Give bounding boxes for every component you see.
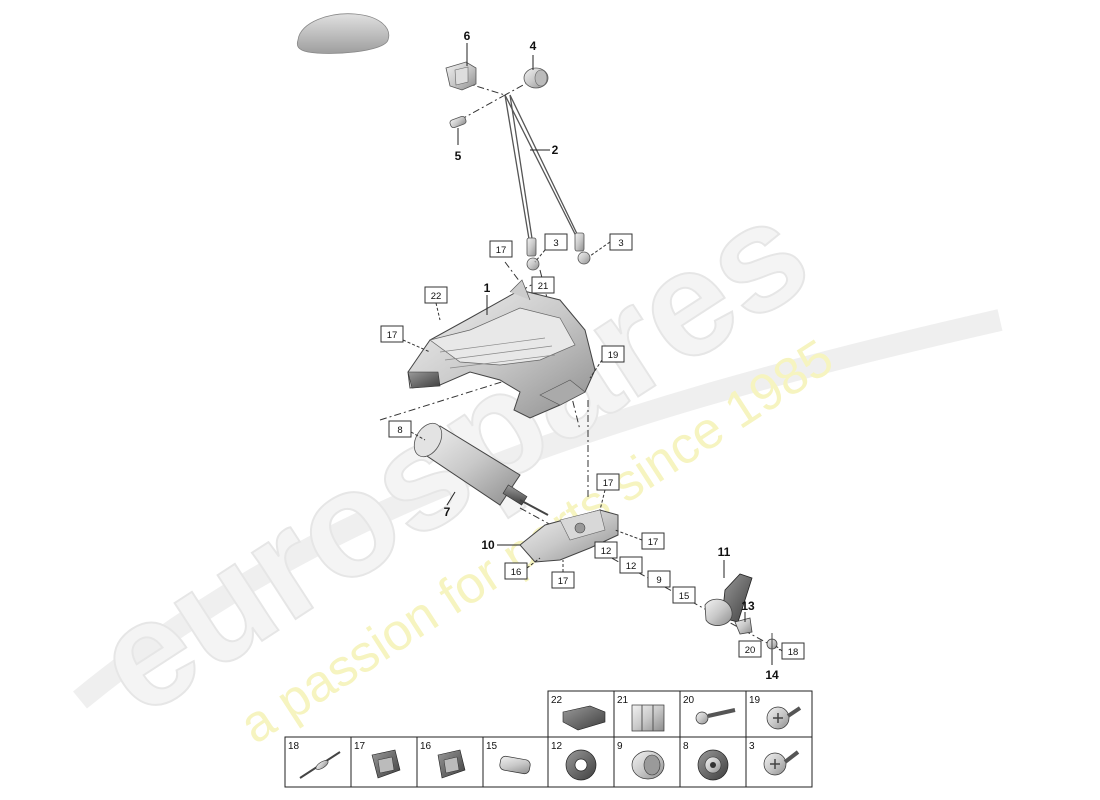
legend-label-16: 16 [420,741,432,752]
callout-5: 5 [455,149,462,163]
box-ref: 17 [551,560,575,589]
boxed-references: 3 3 17 21 22 17 19 8 17 17 12 16 12 17 9… [380,233,805,660]
legend-icon-bushing [631,750,665,780]
svg-text:12: 12 [626,561,637,572]
callout-7: 7 [444,505,451,519]
legend-icon-sleeve [499,755,531,775]
screw-part-14 [766,633,778,650]
legend-icon-screw [766,706,802,730]
rubber-pad-part [296,13,390,54]
watermark-swoosh [73,309,1003,709]
legend-icon-rivet [299,751,341,779]
svg-text:3: 3 [553,238,558,249]
pin-part-5 [449,115,467,129]
box-ref: 18 [775,642,805,660]
box-ref: 3 [534,233,568,263]
box-ref: 19 [589,345,625,379]
callout-6: 6 [464,29,471,43]
svg-text:16: 16 [511,567,522,578]
legend-label-17: 17 [354,741,366,752]
callout-4: 4 [530,39,537,53]
legend-label-15: 15 [486,741,498,752]
box-ref: 17 [489,240,513,258]
svg-text:18: 18 [788,647,799,658]
callout-1: 1 [484,281,491,295]
box-ref: 17 [596,473,620,511]
svg-text:17: 17 [496,245,507,256]
svg-text:9: 9 [656,575,661,586]
box-ref: 21 [531,276,555,294]
svg-text:20: 20 [745,645,756,656]
svg-text:22: 22 [431,291,442,302]
svg-text:17: 17 [603,478,614,489]
box-ref: 20 [738,640,762,658]
callout-11: 11 [718,545,731,559]
actuator-part-11 [704,573,753,626]
legend-label-12: 12 [551,741,563,752]
cable-ends-part-3 [526,232,591,271]
parts-legend: 22 21 20 19 18 17 16 15 12 9 8 3 [284,690,813,788]
svg-text:19: 19 [608,350,619,361]
callout-10: 10 [481,538,495,552]
box-ref: 9 [647,570,671,588]
legend-label-19: 19 [749,695,761,706]
box-ref: 8 [388,420,426,441]
callout-leaders [446,43,773,665]
box-ref: 17 [380,325,431,353]
grommet-part-4 [523,67,549,89]
cables [504,94,581,246]
box-ref: 15 [672,586,696,604]
legend-icon-washer [565,749,597,781]
legend-label-21: 21 [617,695,629,706]
motor-part-7 [413,422,549,516]
gearbox-part-10 [519,509,619,563]
legend-icon-screw-2 [763,750,800,776]
legend-icon-pad [562,705,606,731]
box-ref: 3 [589,233,633,257]
svg-text:17: 17 [387,330,398,341]
svg-text:12: 12 [601,546,612,557]
box-ref: 22 [424,286,448,321]
svg-text:17: 17 [558,576,569,587]
legend-label-8: 8 [683,741,689,752]
callout-numbers: 6 4 5 2 1 7 10 11 13 14 [444,29,779,682]
legend-label-22: 22 [551,695,563,706]
box-ref: 12 [594,541,618,559]
legend-label-18: 18 [288,741,300,752]
callout-13: 13 [741,599,755,613]
box-ref: 17 [614,529,665,550]
legend-icon-clip-block [631,704,665,732]
clip-bracket-part-6 [445,61,477,91]
svg-text:17: 17 [648,537,659,548]
legend-label-3: 3 [749,741,755,752]
svg-text:21: 21 [538,281,549,292]
box-ref: 16 [504,557,541,580]
legend-icon-bolt [695,708,736,725]
svg-text:15: 15 [679,591,690,602]
box-ref: 12 [619,556,643,574]
legend-icon-grommet [697,749,729,781]
legend-label-20: 20 [683,695,695,706]
legend-label-9: 9 [617,741,623,752]
legend-icon-clip-nut [371,749,401,779]
svg-text:8: 8 [397,425,402,436]
legend-icon-clip-nut-2 [437,749,466,779]
housing-part-1 [407,279,596,419]
svg-text:3: 3 [618,238,623,249]
callout-14: 14 [765,668,779,682]
callout-2: 2 [552,143,559,157]
